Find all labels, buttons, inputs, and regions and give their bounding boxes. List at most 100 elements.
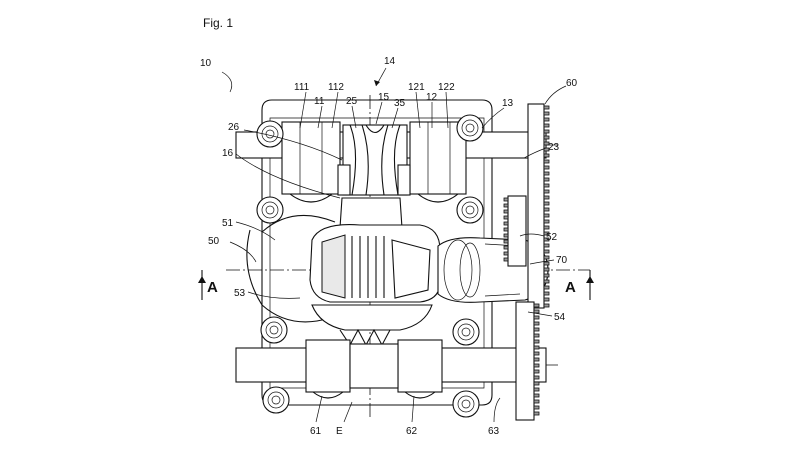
bolt-icon [456,196,484,224]
label-E: E [336,426,343,437]
section-label-right: A [565,279,576,296]
lower-camshaft [235,339,547,399]
gear-tooth [543,255,550,260]
gear-lower [515,301,540,421]
gear-tooth [533,369,540,374]
label-121: 121 [408,82,425,93]
label-63: 63 [488,426,500,437]
gear-tooth [503,245,509,250]
actuator-body [309,197,441,347]
bolt-icon [262,386,290,414]
gear-tooth [543,285,550,290]
gear-tooth [543,165,550,170]
gear-tooth [543,267,550,272]
bolt-icon [456,114,484,142]
gear-tooth [503,257,509,262]
gear-tooth [543,249,550,254]
label-14: 14 [384,56,396,67]
label-122: 122 [438,82,455,93]
gear-tooth [533,399,540,404]
gear-tooth [533,309,540,314]
gear-tooth [533,387,540,392]
label-12: 12 [426,92,438,103]
gear-60 [527,103,550,309]
gear-tooth [543,159,550,164]
gear-tooth [543,213,550,218]
label-16: 16 [222,148,234,159]
leader-lines [221,67,567,423]
bolt-group [256,114,484,418]
gear-tooth [533,381,540,386]
gear-tooth [543,147,550,152]
gear-tooth [543,291,550,296]
figure-title: Fig. 1 [203,16,233,30]
gear-tooth [543,195,550,200]
gear-tooth [543,117,550,122]
gear-tooth [543,219,550,224]
gear-tooth [543,225,550,230]
label-61: 61 [310,426,322,437]
gear-tooth [503,221,509,226]
gear-tooth [533,327,540,332]
label-35: 35 [394,98,406,109]
gear-tooth [503,203,509,208]
bolt-icon [452,318,480,346]
gear-tooth [543,135,550,140]
gear-tooth [533,339,540,344]
gear-tooth [533,315,540,320]
bolt-icon [256,196,284,224]
gear-tooth [543,111,550,116]
gear-tooth [533,411,540,416]
gear-intermediate [503,195,527,267]
gear-tooth [503,227,509,232]
gear-tooth [503,233,509,238]
gear-tooth [533,363,540,368]
bolt-icon [452,390,480,418]
label-60: 60 [566,78,578,89]
label-15: 15 [378,92,390,103]
gear-tooth [543,129,550,134]
gear-tooth [543,171,550,176]
label-13: 13 [502,98,514,109]
label-52: 52 [546,232,558,243]
label-50: 50 [208,236,220,247]
gear-tooth [533,405,540,410]
gear-tooth [503,239,509,244]
label-112: 112 [328,82,344,93]
gear-tooth [543,189,550,194]
label-53: 53 [234,288,246,299]
gear-tooth [533,303,540,308]
label-25: 25 [346,96,358,107]
gear-tooth [543,141,550,146]
gear-tooth [503,215,509,220]
gear-tooth [533,345,540,350]
gear-tooth [543,243,550,248]
gear-tooth [503,251,509,256]
gear-tooth [543,177,550,182]
label-111: 111 [294,82,310,93]
gear-tooth [543,231,550,236]
gear-tooth [543,237,550,242]
section-marker-left: A [198,270,218,300]
gear-tooth [543,207,550,212]
gear-tooth [533,375,540,380]
gear-tooth [533,351,540,356]
gear-tooth [533,333,540,338]
section-label-left: A [207,279,218,296]
gear-tooth [543,279,550,284]
gear-tooth [543,153,550,158]
label-54: 54 [554,312,566,323]
section-marker-right: A [565,270,594,300]
label-23: 23 [548,142,560,153]
gear-tooth [503,209,509,214]
gear-tooth [543,105,550,110]
gear-tooth [543,123,550,128]
label-26: 26 [228,122,240,133]
gear-tooth [533,321,540,326]
gear-tooth [543,183,550,188]
label-51: 51 [222,218,234,229]
gear-tooth [543,303,550,308]
gear-tooth [503,197,509,202]
gear-tooth [543,201,550,206]
